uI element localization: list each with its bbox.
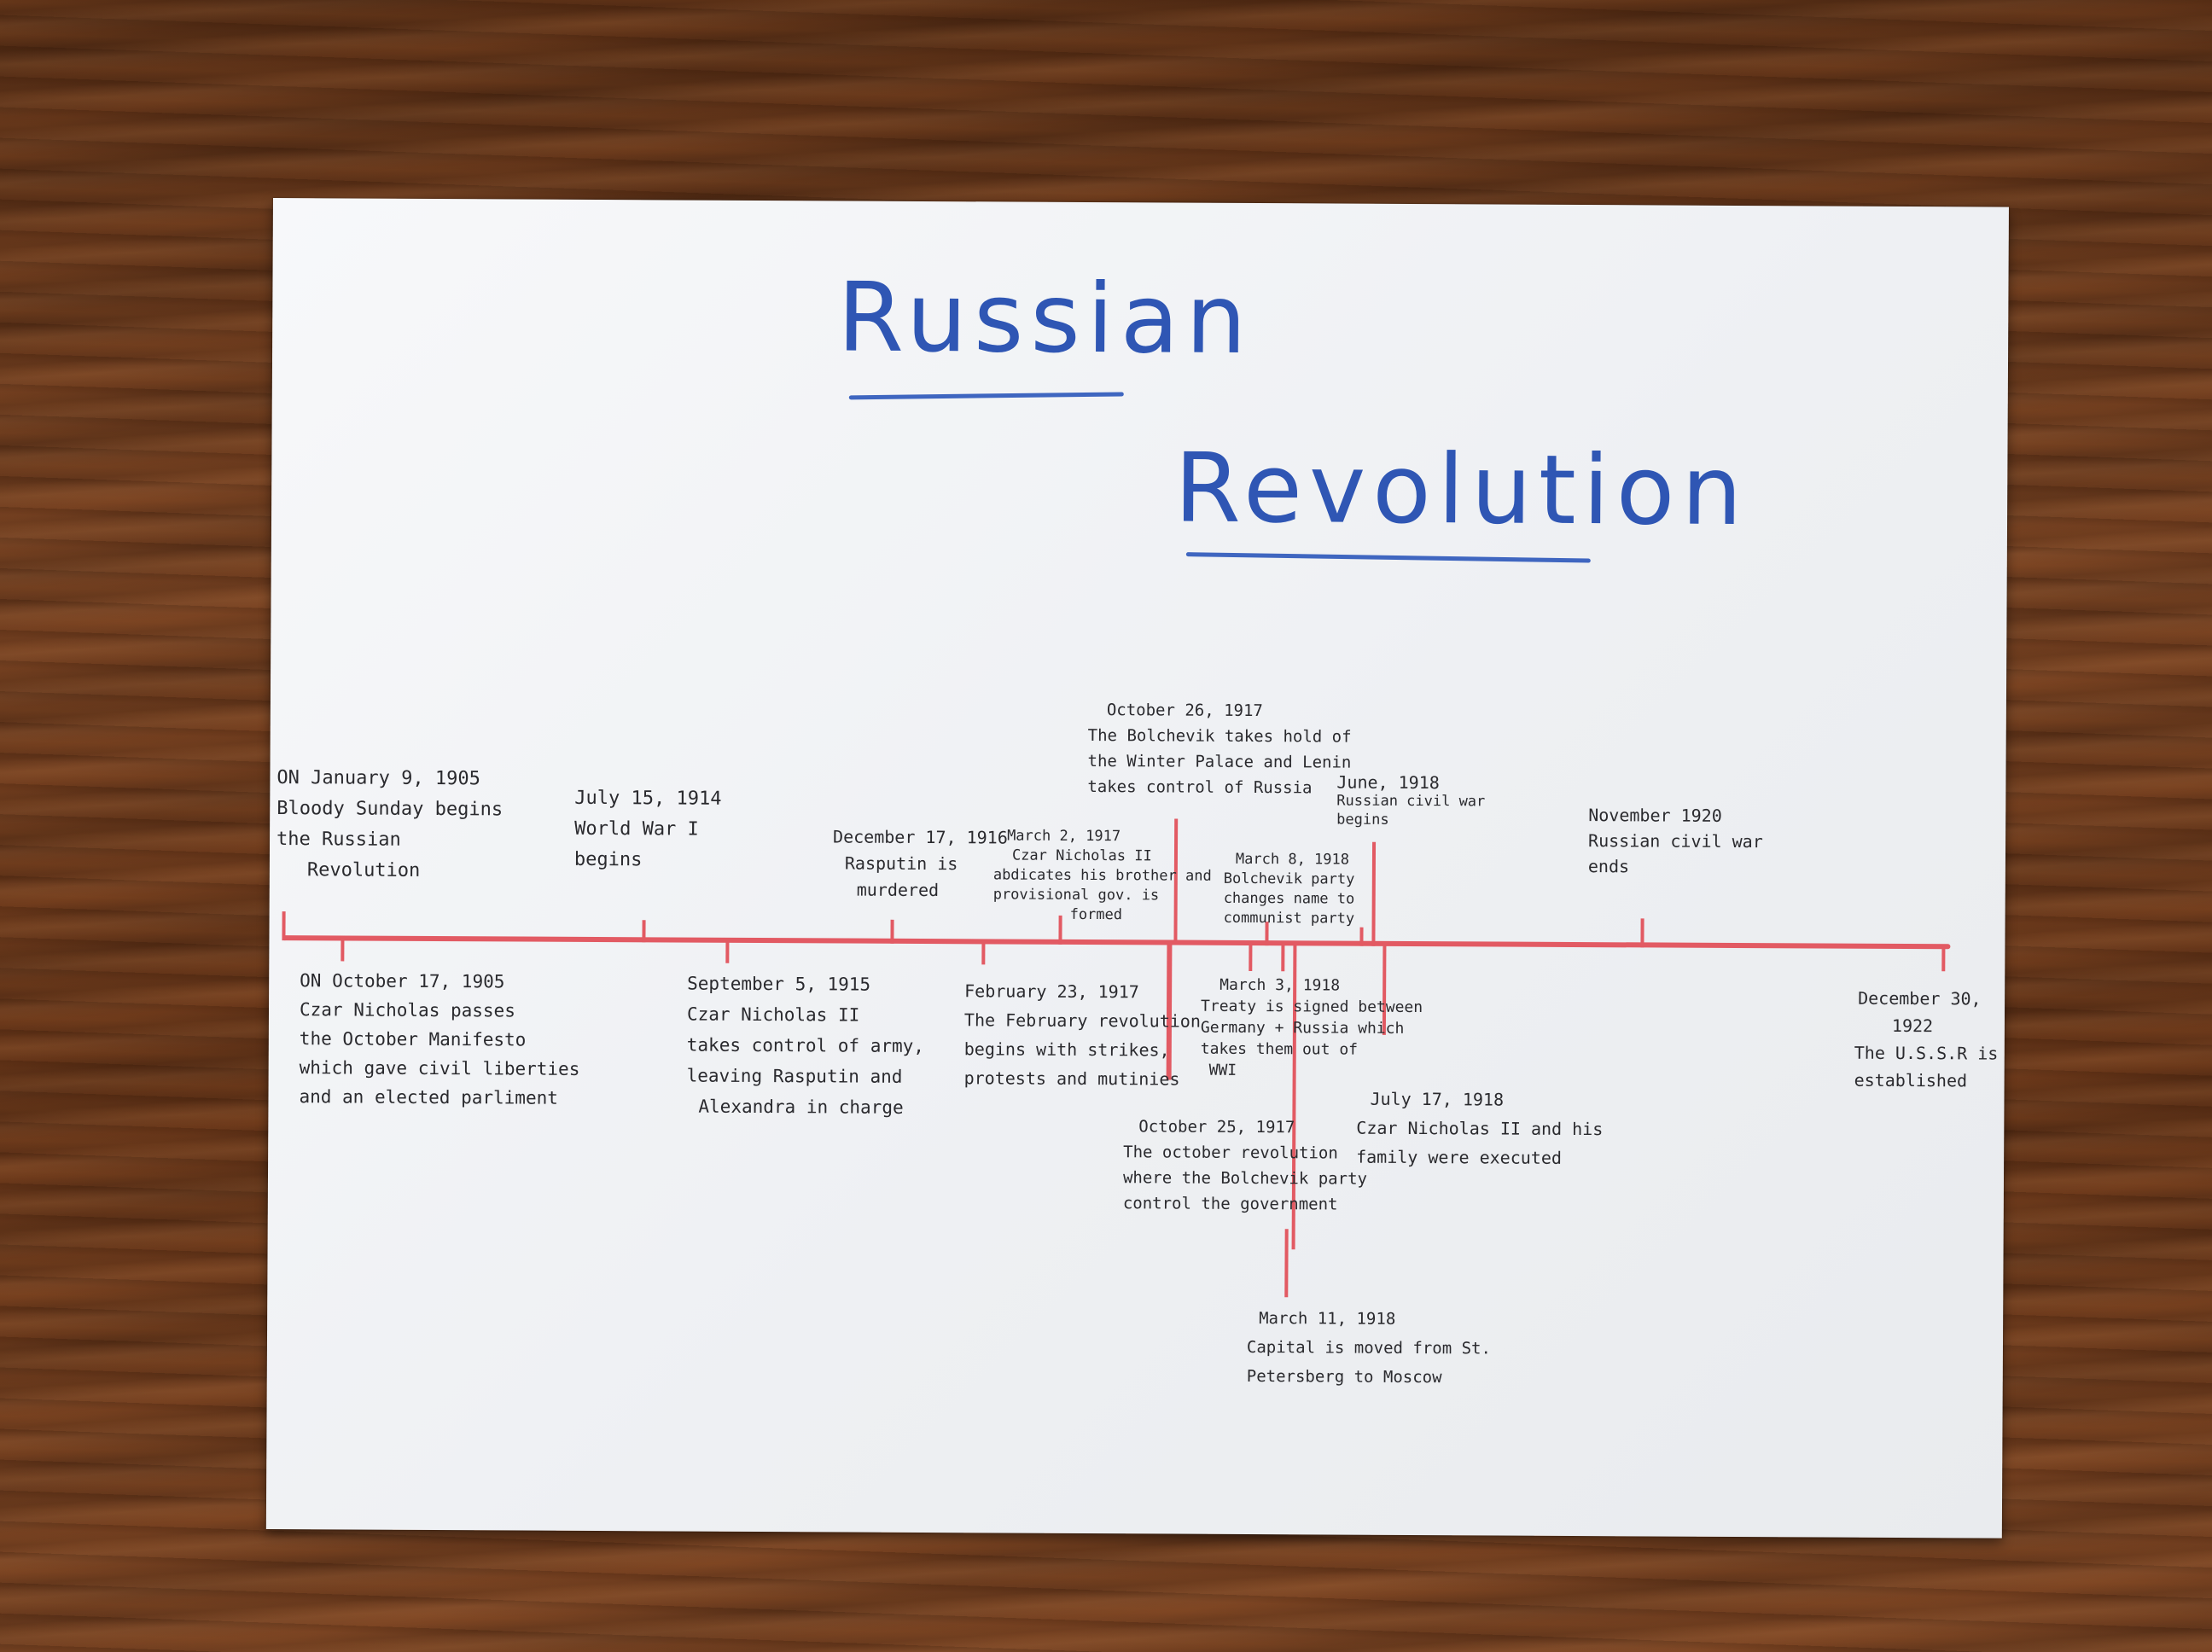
event-line: Revolution [306, 859, 421, 881]
event-line: June, 1918 [1336, 771, 1440, 794]
event-note: March 3, 1918 Treaty is signed between G… [1201, 974, 1423, 1082]
event-line: formed [1069, 905, 1123, 924]
event-line: and an elected parliment [299, 1086, 558, 1108]
timeline-tick [1640, 918, 1644, 948]
event-line: the Russian [276, 829, 401, 851]
title-revolution: Revolution [1173, 433, 1749, 548]
title-russian-underline [848, 392, 1124, 400]
timeline-tick [1284, 1229, 1289, 1298]
event-line: October 26, 1917 [1106, 701, 1263, 721]
event-line: the October Manifesto [299, 1028, 527, 1050]
event-note: March 8, 1918 Bolchevik party changes na… [1224, 850, 1355, 929]
event-note: ON October 17, 1905 Czar Nicholas passes… [299, 966, 580, 1113]
event-note: July 17, 1918 Czar Nicholas II and his f… [1356, 1085, 1604, 1173]
event-line: September 5, 1915 [687, 973, 871, 995]
timeline-tick [890, 919, 894, 944]
timeline-tick [725, 939, 730, 963]
event-line: leaving Rasputin and [686, 1065, 903, 1087]
event-line: Czar Nicholas II and his [1356, 1117, 1604, 1140]
event-line: The February revolution [963, 1009, 1201, 1032]
timeline-tick [1249, 941, 1253, 972]
event-line: abdicates his brother and [992, 866, 1212, 885]
event-line: ON January 9, 1905 [276, 767, 480, 790]
event-line: March 8, 1918 [1235, 850, 1350, 869]
timeline-tick [1359, 927, 1364, 946]
event-line: March 3, 1918 [1220, 975, 1341, 995]
event-line: Petersberg to Moscow [1246, 1366, 1442, 1387]
event-line: March 2, 1917 [1007, 827, 1121, 846]
event-line: where the Bolchevik party [1122, 1168, 1368, 1189]
event-note: September 5, 1915 Czar Nicholas II takes… [686, 969, 924, 1123]
event-line: family were executed [1356, 1146, 1563, 1168]
event-line: WWI [1208, 1061, 1237, 1079]
event-line: begins [573, 848, 643, 871]
event-line: Bloody Sunday begins [276, 798, 504, 821]
title-revolution-underline [1185, 552, 1591, 563]
event-line: Germany + Russia which [1200, 1018, 1405, 1038]
event-line: provisional gov. is [992, 886, 1160, 905]
timeline-axis [282, 935, 1951, 950]
timeline-tick [1371, 841, 1377, 946]
event-line: March 11, 1918 [1259, 1309, 1396, 1329]
event-line: July 17, 1918 [1370, 1088, 1505, 1110]
timeline-tick [1281, 942, 1285, 972]
event-line: Czar Nicholas II [1011, 846, 1152, 865]
event-note: February 23, 1917 The February revolutio… [964, 976, 1202, 1093]
event-line: takes control of army, [686, 1034, 925, 1057]
event-line: begins [1336, 811, 1389, 829]
event-line: World War I [574, 817, 699, 841]
event-line: November 1920 [1588, 805, 1722, 826]
timeline-tick [981, 940, 986, 965]
timeline-tick [642, 920, 646, 943]
event-note: March 2, 1917 Czar Nicholas II abdicates… [993, 826, 1212, 925]
timeline-tick [341, 937, 345, 962]
event-line: protests and mutinies [963, 1067, 1180, 1090]
event-line: Russian civil war [1588, 830, 1763, 852]
event-line: Treaty is signed between [1201, 997, 1423, 1017]
event-line: 1922 [1891, 1015, 1934, 1037]
event-line: ON October 17, 1905 [300, 970, 505, 992]
title-russian: Russian [836, 262, 1254, 376]
timeline-tick [282, 911, 286, 941]
event-line: Bolchevik party [1223, 870, 1355, 888]
event-note: December 30, 1922 The U.S.S.R is establi… [1854, 985, 1999, 1095]
event-note: July 15, 1914 World War I begins [574, 783, 722, 876]
event-line: Russian civil war [1336, 792, 1486, 811]
event-line: begins with strikes, [963, 1038, 1170, 1061]
event-line: Alexandra in charge [698, 1096, 904, 1118]
event-line: Czar Nicholas passes [299, 999, 515, 1021]
event-line: Capital is moved from St. [1246, 1337, 1492, 1358]
event-line: takes control of Russia [1087, 777, 1313, 798]
event-line: ends [1587, 856, 1630, 877]
event-line: The U.S.S.R is [1854, 1042, 1999, 1064]
event-line: The october revolution [1123, 1143, 1338, 1163]
event-line: February 23, 1917 [964, 980, 1139, 1003]
event-line: Czar Nicholas II [686, 1003, 860, 1026]
event-line: Rasputin is [844, 852, 958, 875]
paper-sheet: Russian Revolution ON January 9, 1905 Bl… [265, 198, 2009, 1539]
event-line: changes name to [1223, 889, 1355, 908]
event-line: December 17, 1916 [833, 826, 1008, 848]
event-line: communist party [1223, 909, 1355, 928]
event-line: control the government [1122, 1194, 1338, 1214]
event-line: December 30, [1858, 987, 1982, 1009]
event-note: October 26, 1917 The Bolchevik takes hol… [1087, 697, 1351, 801]
event-line: established [1854, 1069, 1968, 1091]
event-line: which gave civil liberties [299, 1057, 580, 1079]
event-line: July 15, 1914 [574, 787, 722, 810]
event-note: June, 1918 Russian civil war begins [1336, 771, 1486, 830]
event-line: the Winter Palace and Lenin [1087, 752, 1352, 772]
event-note: March 11, 1918 Capital is moved from St.… [1247, 1304, 1492, 1392]
event-note: December 17, 1916 Rasputin is murdered [833, 823, 1008, 904]
event-line: The Bolchevik takes hold of [1087, 726, 1352, 747]
event-note: November 1920 Russian civil war ends [1588, 802, 1763, 880]
event-note: ON January 9, 1905 Bloody Sunday begins … [276, 763, 504, 887]
event-line: takes them out of [1200, 1039, 1359, 1059]
event-note: October 25, 1917 The october revolution … [1123, 1114, 1368, 1217]
event-line: murdered [856, 879, 940, 901]
event-line: October 25, 1917 [1138, 1117, 1295, 1137]
timeline-tick [1941, 945, 1946, 972]
